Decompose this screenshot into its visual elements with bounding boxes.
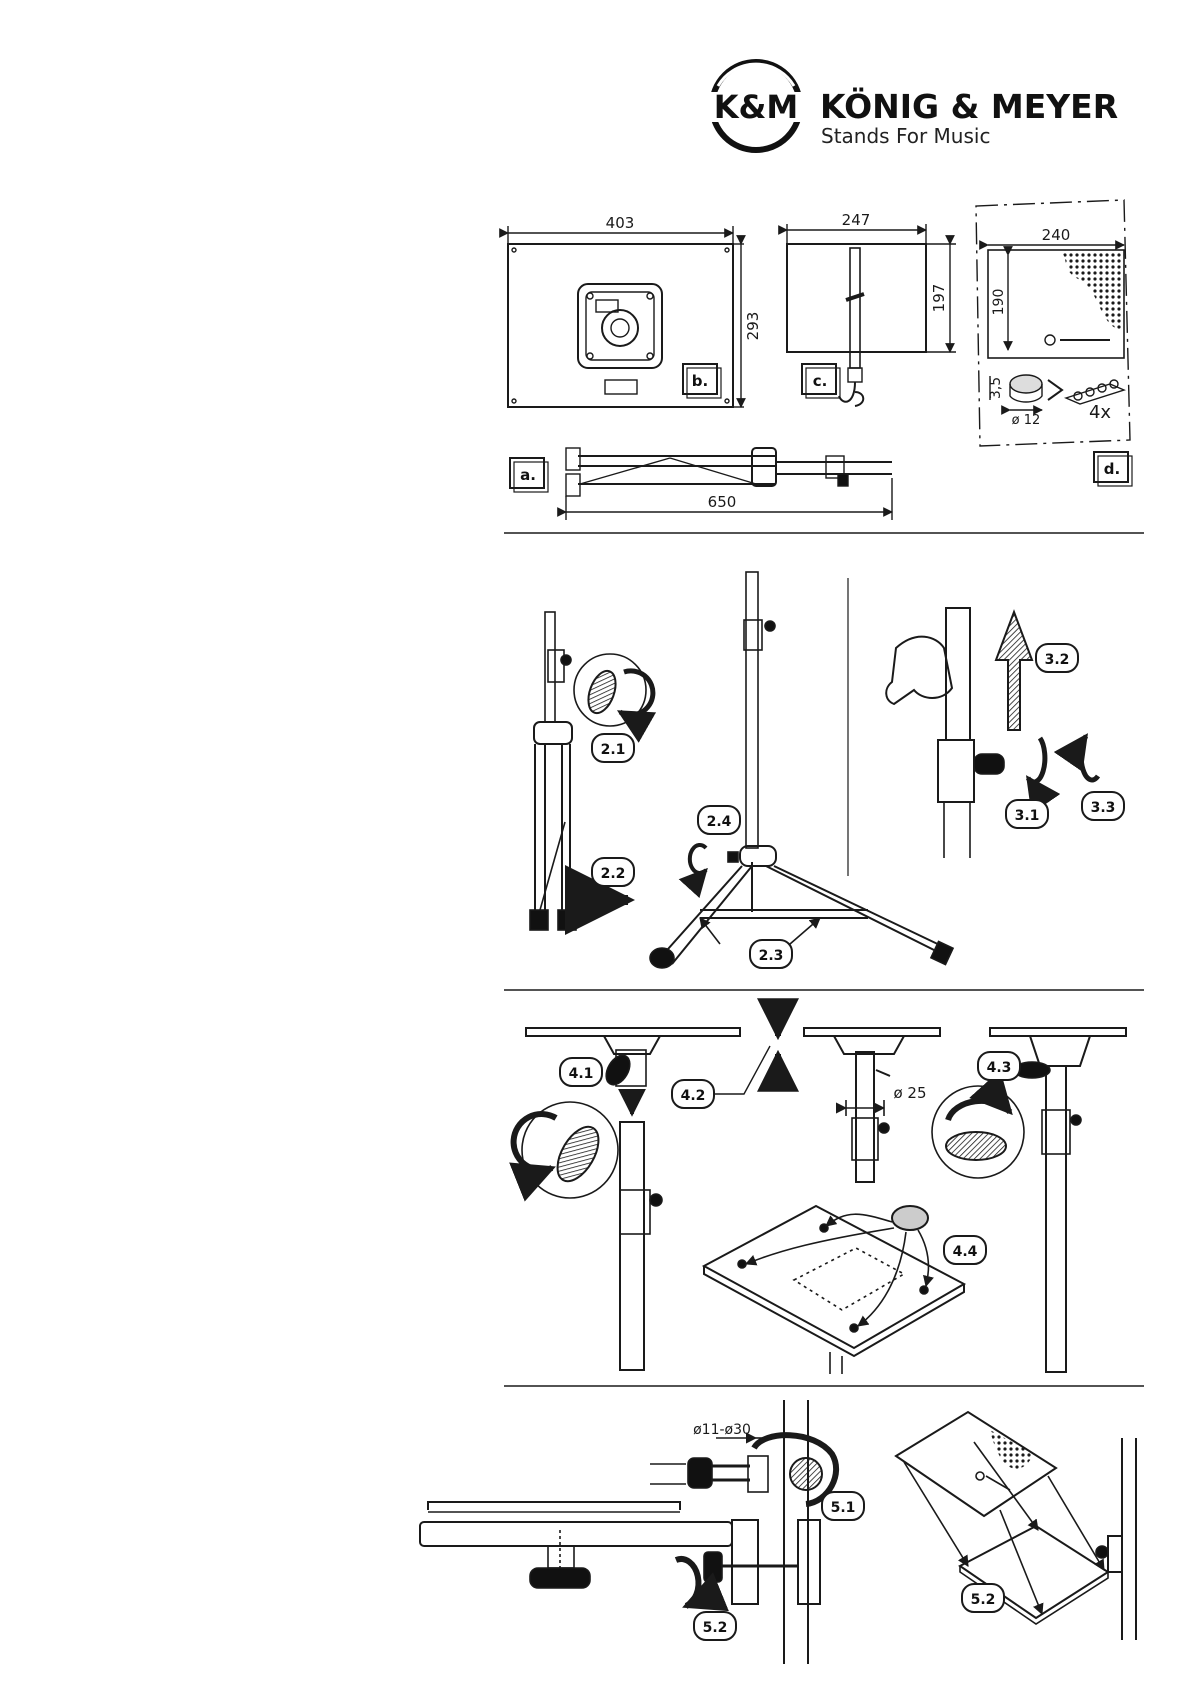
view-label-b: b. [683,364,721,398]
dimension-section: 403 293 b. 247 197 c. [508,200,1132,520]
step-2-4: 2.4 [698,806,740,834]
tray-mount-left [514,1028,740,1370]
svg-text:4.1: 4.1 [569,1066,594,1082]
clamp-mount-section: ø11-ø30 5.1 5.2 [420,1400,1136,1664]
step-3-2: 3.2 [1036,644,1078,672]
tray-feet-diagram [704,1206,964,1374]
svg-text:c.: c. [813,372,828,390]
brand-name: KÖNIG & MEYER [820,86,1118,126]
setup-section: 2.1 2.2 2.3 [530,572,1124,968]
tray-mount-middle [804,1028,940,1182]
dim-tube-diameter: ø 25 [893,1084,926,1102]
dim-foot-height: 3,5 [988,377,1004,399]
dim-side-height: 197 [930,284,948,313]
step-2-3: 2.3 [750,940,792,968]
svg-text:4.4: 4.4 [953,1244,978,1260]
folded-stand-upright [530,612,653,930]
svg-text:b.: b. [692,372,708,390]
step-5-2-mat: 5.2 [962,1584,1004,1612]
step-3-1: 3.1 [1006,800,1048,828]
km-logo: K&M [700,62,812,150]
view-label-d: d. [1094,452,1132,486]
svg-text:3.2: 3.2 [1045,652,1070,668]
dim-tray-depth: 293 [744,312,762,341]
step-2-2: 2.2 [592,858,634,886]
step-5-1: 5.1 [822,1492,864,1520]
step-5-2: 5.2 [694,1612,736,1640]
svg-text:2.4: 2.4 [707,814,732,830]
open-tripod [650,572,953,968]
dim-mat-height: 190 [991,289,1007,316]
step-3-3: 3.3 [1082,792,1124,820]
dim-stand-length: 650 [708,493,737,511]
svg-text:3.1: 3.1 [1015,808,1040,824]
tray-mount-section: 4.1 4.2 ø 25 [514,1014,1126,1374]
step-2-1: 2.1 [592,734,634,762]
view-label-c: c. [802,364,840,398]
svg-text:d.: d. [1104,460,1120,478]
brand-header: K&M KÖNIG & MEYER Stands For Music [700,62,1118,150]
clamp-tray-side [420,1502,820,1606]
svg-text:2.2: 2.2 [601,866,626,882]
logo-mark: K&M [714,88,799,126]
step-4-4: 4.4 [944,1236,986,1264]
svg-text:5.1: 5.1 [831,1500,856,1516]
dim-tray-width: 403 [606,214,635,232]
svg-text:a.: a. [520,466,536,484]
step-4-3: 4.3 [978,1052,1020,1080]
svg-text:5.2: 5.2 [971,1592,996,1608]
dim-side-width: 247 [842,211,871,229]
tray-mount-right [932,1028,1126,1372]
svg-text:4.3: 4.3 [987,1060,1012,1076]
brand-tagline: Stands For Music [821,124,990,148]
step-4-1: 4.1 [560,1058,602,1086]
view-label-a: a. [510,458,548,492]
dim-clamp-range: ø11-ø30 [693,1422,751,1438]
clamp-mat-install [896,1412,1136,1640]
dim-foot-diameter: ø 12 [1012,413,1041,428]
svg-text:4.2: 4.2 [681,1088,706,1104]
svg-text:2.1: 2.1 [601,742,626,758]
step-4-2: 4.2 [672,1080,714,1108]
svg-text:5.2: 5.2 [703,1620,728,1636]
dim-mat-width: 240 [1042,226,1071,244]
dim-foot-quantity: 4x [1089,402,1111,423]
svg-text:3.3: 3.3 [1091,800,1116,816]
clamp-assembly [650,1400,836,1664]
svg-text:2.3: 2.3 [759,948,784,964]
